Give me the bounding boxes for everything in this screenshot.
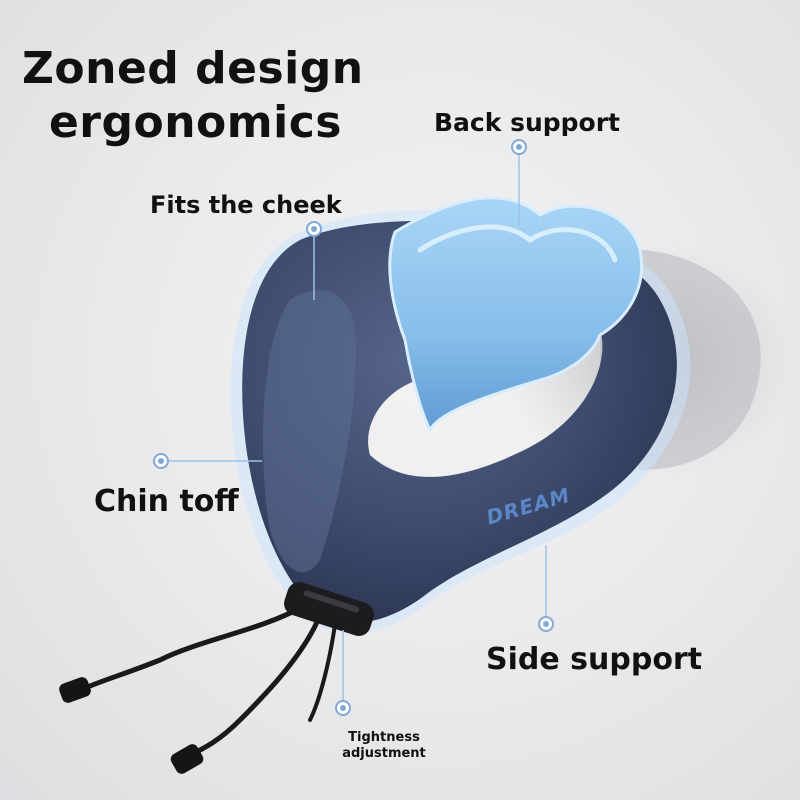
label-tightness: Tightness adjustment bbox=[334, 730, 434, 762]
cord-middle bbox=[187, 617, 321, 758]
memory-foam-insert bbox=[388, 196, 643, 434]
label-fits-cheek: Fits the cheek bbox=[150, 191, 342, 219]
callout-back-support bbox=[511, 139, 527, 226]
headline: Zoned design ergonomics bbox=[22, 42, 364, 150]
callout-side-support bbox=[538, 545, 554, 632]
foam-highlight bbox=[417, 224, 618, 263]
left-lobe-highlight bbox=[263, 290, 356, 573]
cord-end-middle bbox=[170, 744, 204, 774]
label-tightness-line-2: adjustment bbox=[342, 746, 426, 761]
cord-right bbox=[308, 622, 337, 722]
cord-lock-ridge bbox=[303, 590, 360, 613]
cord-left bbox=[87, 605, 303, 689]
label-side-support: Side support bbox=[486, 642, 703, 677]
label-chin: Chin toff bbox=[94, 484, 239, 519]
label-tightness-line-1: Tightness bbox=[348, 730, 420, 745]
headline-line-2: ergonomics bbox=[48, 97, 342, 148]
callout-fits-cheek bbox=[306, 221, 322, 300]
label-back-support: Back support bbox=[434, 108, 620, 137]
cord-end-left bbox=[59, 677, 91, 703]
headline-line-1: Zoned design bbox=[22, 43, 364, 94]
callout-tightness bbox=[335, 630, 351, 716]
callout-chin bbox=[153, 453, 262, 469]
